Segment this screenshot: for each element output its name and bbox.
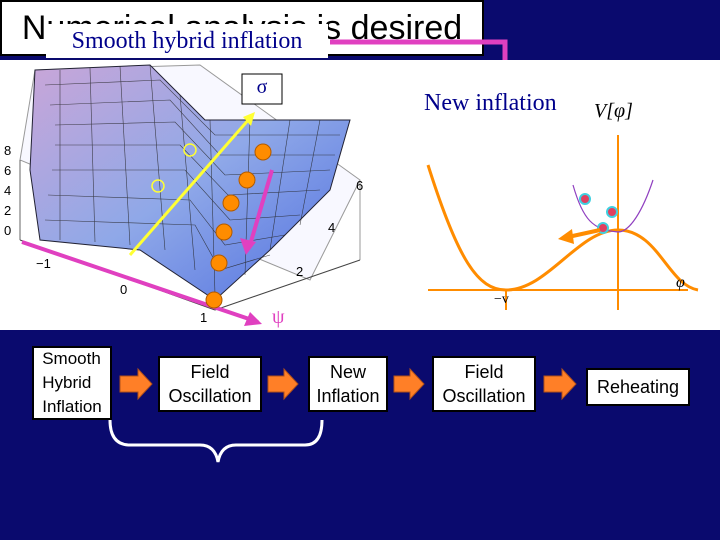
slide-title: Smooth hybrid inflation xyxy=(46,24,328,58)
new-inflation-panel: New inflation V[φ] φ −v xyxy=(368,60,720,330)
curly-brace xyxy=(108,419,324,463)
new-inflation-label: New inflation xyxy=(424,90,557,116)
right-tick-2: 2 xyxy=(296,264,304,279)
flow-smooth-hybrid: Smooth Hybrid Inflation xyxy=(32,346,112,420)
potential-label: V[φ] xyxy=(594,100,633,122)
right-tick-4: 4 xyxy=(328,220,336,235)
z-tick-0: 0 xyxy=(4,223,12,238)
psi-label: ψ xyxy=(272,306,285,328)
bottom-tick-0: 0 xyxy=(120,282,128,297)
bottom-tick-minus1: −1 xyxy=(36,256,51,271)
right-tick-6: 6 xyxy=(356,178,364,193)
flow-field-oscillation-2: Field Oscillation xyxy=(432,356,536,412)
z-tick-8: 8 xyxy=(4,143,12,158)
field-balls xyxy=(205,143,272,309)
z-tick-2: 2 xyxy=(4,203,12,218)
sigma-label: σ xyxy=(256,76,268,98)
surface-plot-panel: σ ψ 0 2 4 6 8 2 4 6 −1 0 1 xyxy=(0,60,368,330)
phi-axis-label: φ xyxy=(676,274,685,291)
flow-field-oscillation-1: Field Oscillation xyxy=(158,356,262,412)
z-tick-4: 4 xyxy=(4,183,12,198)
potential-graph xyxy=(426,135,699,310)
surface-plot xyxy=(19,64,361,326)
bottom-tick-1: 1 xyxy=(200,310,208,325)
flow-reheating: Reheating xyxy=(586,368,690,406)
z-tick-6: 6 xyxy=(4,163,12,178)
minus-v-label: −v xyxy=(494,292,509,307)
flow-new-inflation: New Inflation xyxy=(308,356,388,412)
